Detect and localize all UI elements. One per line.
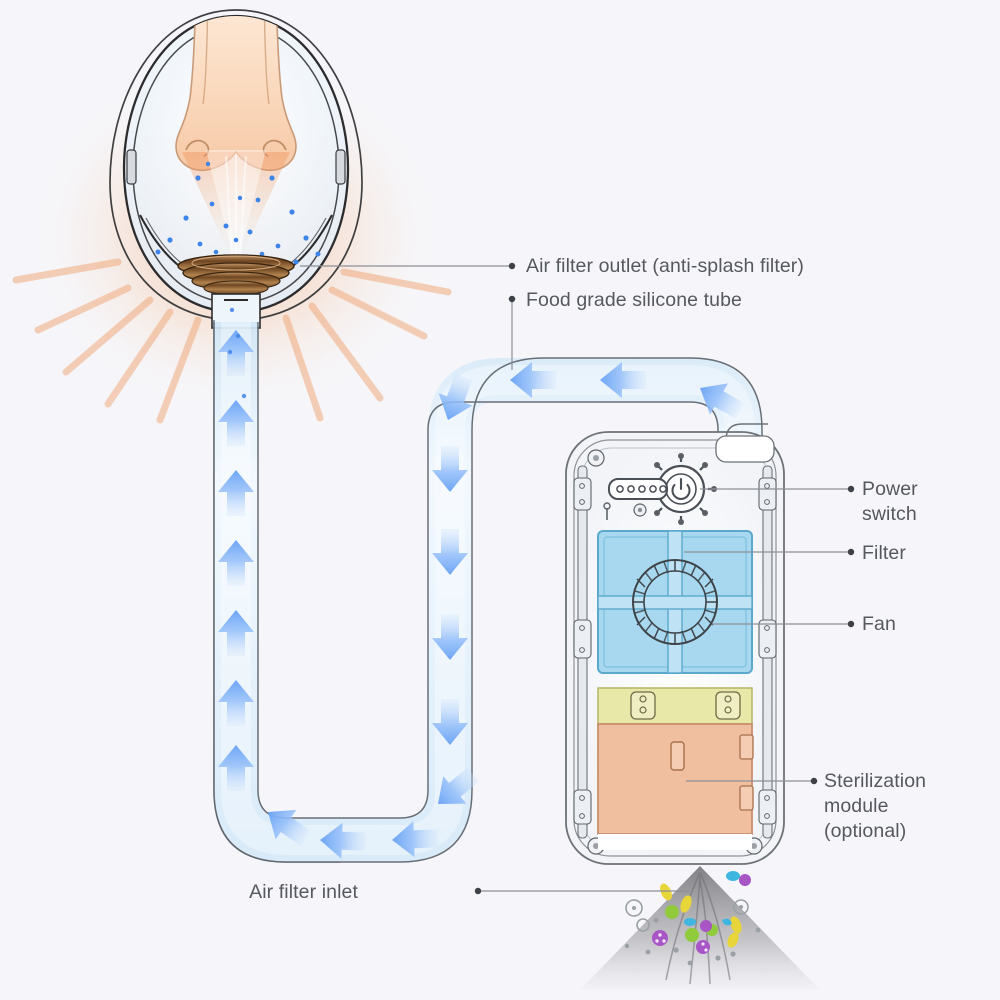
power-switch[interactable] — [603, 453, 717, 525]
nasal-mask — [109, 9, 363, 329]
callout-label-fan: Fan — [862, 613, 896, 635]
mist-particles — [143, 161, 321, 265]
callout-label-filter: Filter — [862, 542, 906, 564]
leader-dot-fan — [847, 620, 855, 628]
fan — [632, 559, 718, 645]
side-rails — [573, 449, 777, 855]
callout-label-power-switch: Power switch — [862, 478, 918, 525]
connector-band — [597, 687, 753, 725]
leader-dot-filter — [847, 548, 855, 556]
sterilization-module — [597, 723, 754, 835]
callout-label-air-filter-inlet: Air filter inlet — [249, 881, 358, 903]
leader-dot-power-switch — [847, 485, 855, 493]
leader-dot-air-filter-inlet — [474, 887, 482, 895]
callout-label-food-grade-silicone-tube: Food grade silicone tube — [526, 289, 742, 311]
leader-dot-food-grade-silicone-tube — [508, 295, 516, 303]
leader-dot-sterilization-module — [810, 777, 818, 785]
anti-splash-filter-disc — [177, 254, 295, 296]
callout-label-sterilization-module: Sterilization module (optional) — [824, 770, 927, 842]
leader-dot-air-filter-outlet — [508, 262, 516, 270]
purifier-device — [565, 423, 785, 865]
led-indicator-strip — [608, 478, 668, 500]
callout-label-air-filter-outlet: Air filter outlet (anti-splash filter) — [526, 255, 804, 277]
germ-particles — [624, 871, 761, 966]
filter-panel — [597, 530, 753, 674]
inlet-plume — [580, 866, 820, 990]
